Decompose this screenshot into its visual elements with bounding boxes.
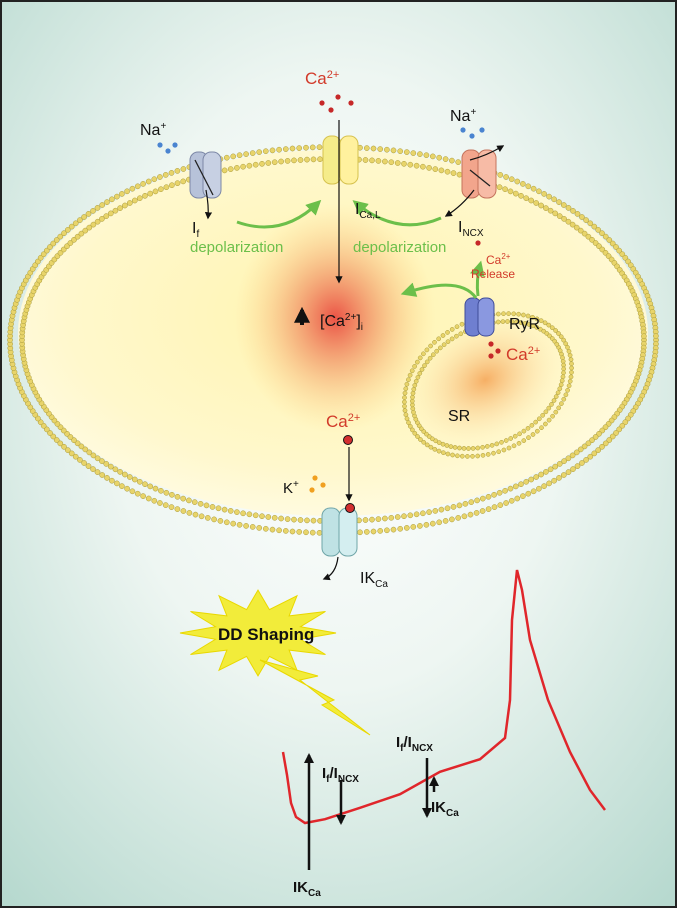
label-ical: ICa,L [355,201,381,221]
action-potential-trace [281,569,606,825]
label-sr: SR [448,408,470,425]
labels: Ca2+ Na+ Na+ If ICa,L INCX depolarizatio… [140,69,540,899]
label-ryr: RyR [509,316,540,333]
depolarization-arrows [236,199,485,299]
ion-dots [157,94,501,513]
label-na-right: Na+ [450,107,476,125]
label-ca-top: Ca2+ [305,69,339,88]
calcium-glow [235,203,435,433]
trace-label-ikca-left: IKCa [293,879,321,899]
trace-label-if-ncx-top: If/INCX [396,734,433,754]
ncx-exchanger-icon [461,149,497,199]
label-k: K+ [283,479,299,497]
sarcoplasmic-reticulum [402,311,574,459]
label-release: Release [471,267,515,281]
trace-current-arrows [304,753,439,870]
ical-channel-icon [322,135,359,185]
label-incx: INCX [458,219,484,239]
trace-label-if-ncx-bottom: If/INCX [322,765,359,785]
label-depol-left: depolarization [190,239,283,256]
trace-label-ikca-right: IKCa [431,799,459,819]
ikca-channel-icon [321,507,358,557]
label-if: If [192,220,199,240]
if-channel-icon [189,151,222,199]
label-dd-shaping: DD Shaping [218,625,314,644]
label-cai: [Ca2+]i [320,312,363,333]
label-ca-sr: Ca2+ [506,345,540,364]
ryr-channel-icon [464,297,495,337]
label-na-left: Na+ [140,121,166,139]
label-ca-release: Ca2+ [486,252,511,267]
label-ikca: IKCa [360,570,388,590]
label-depol-right: depolarization [353,239,446,256]
dd-shaping-burst [179,589,371,736]
label-ca-mid: Ca2+ [326,412,360,431]
flux-arrows [204,120,505,581]
